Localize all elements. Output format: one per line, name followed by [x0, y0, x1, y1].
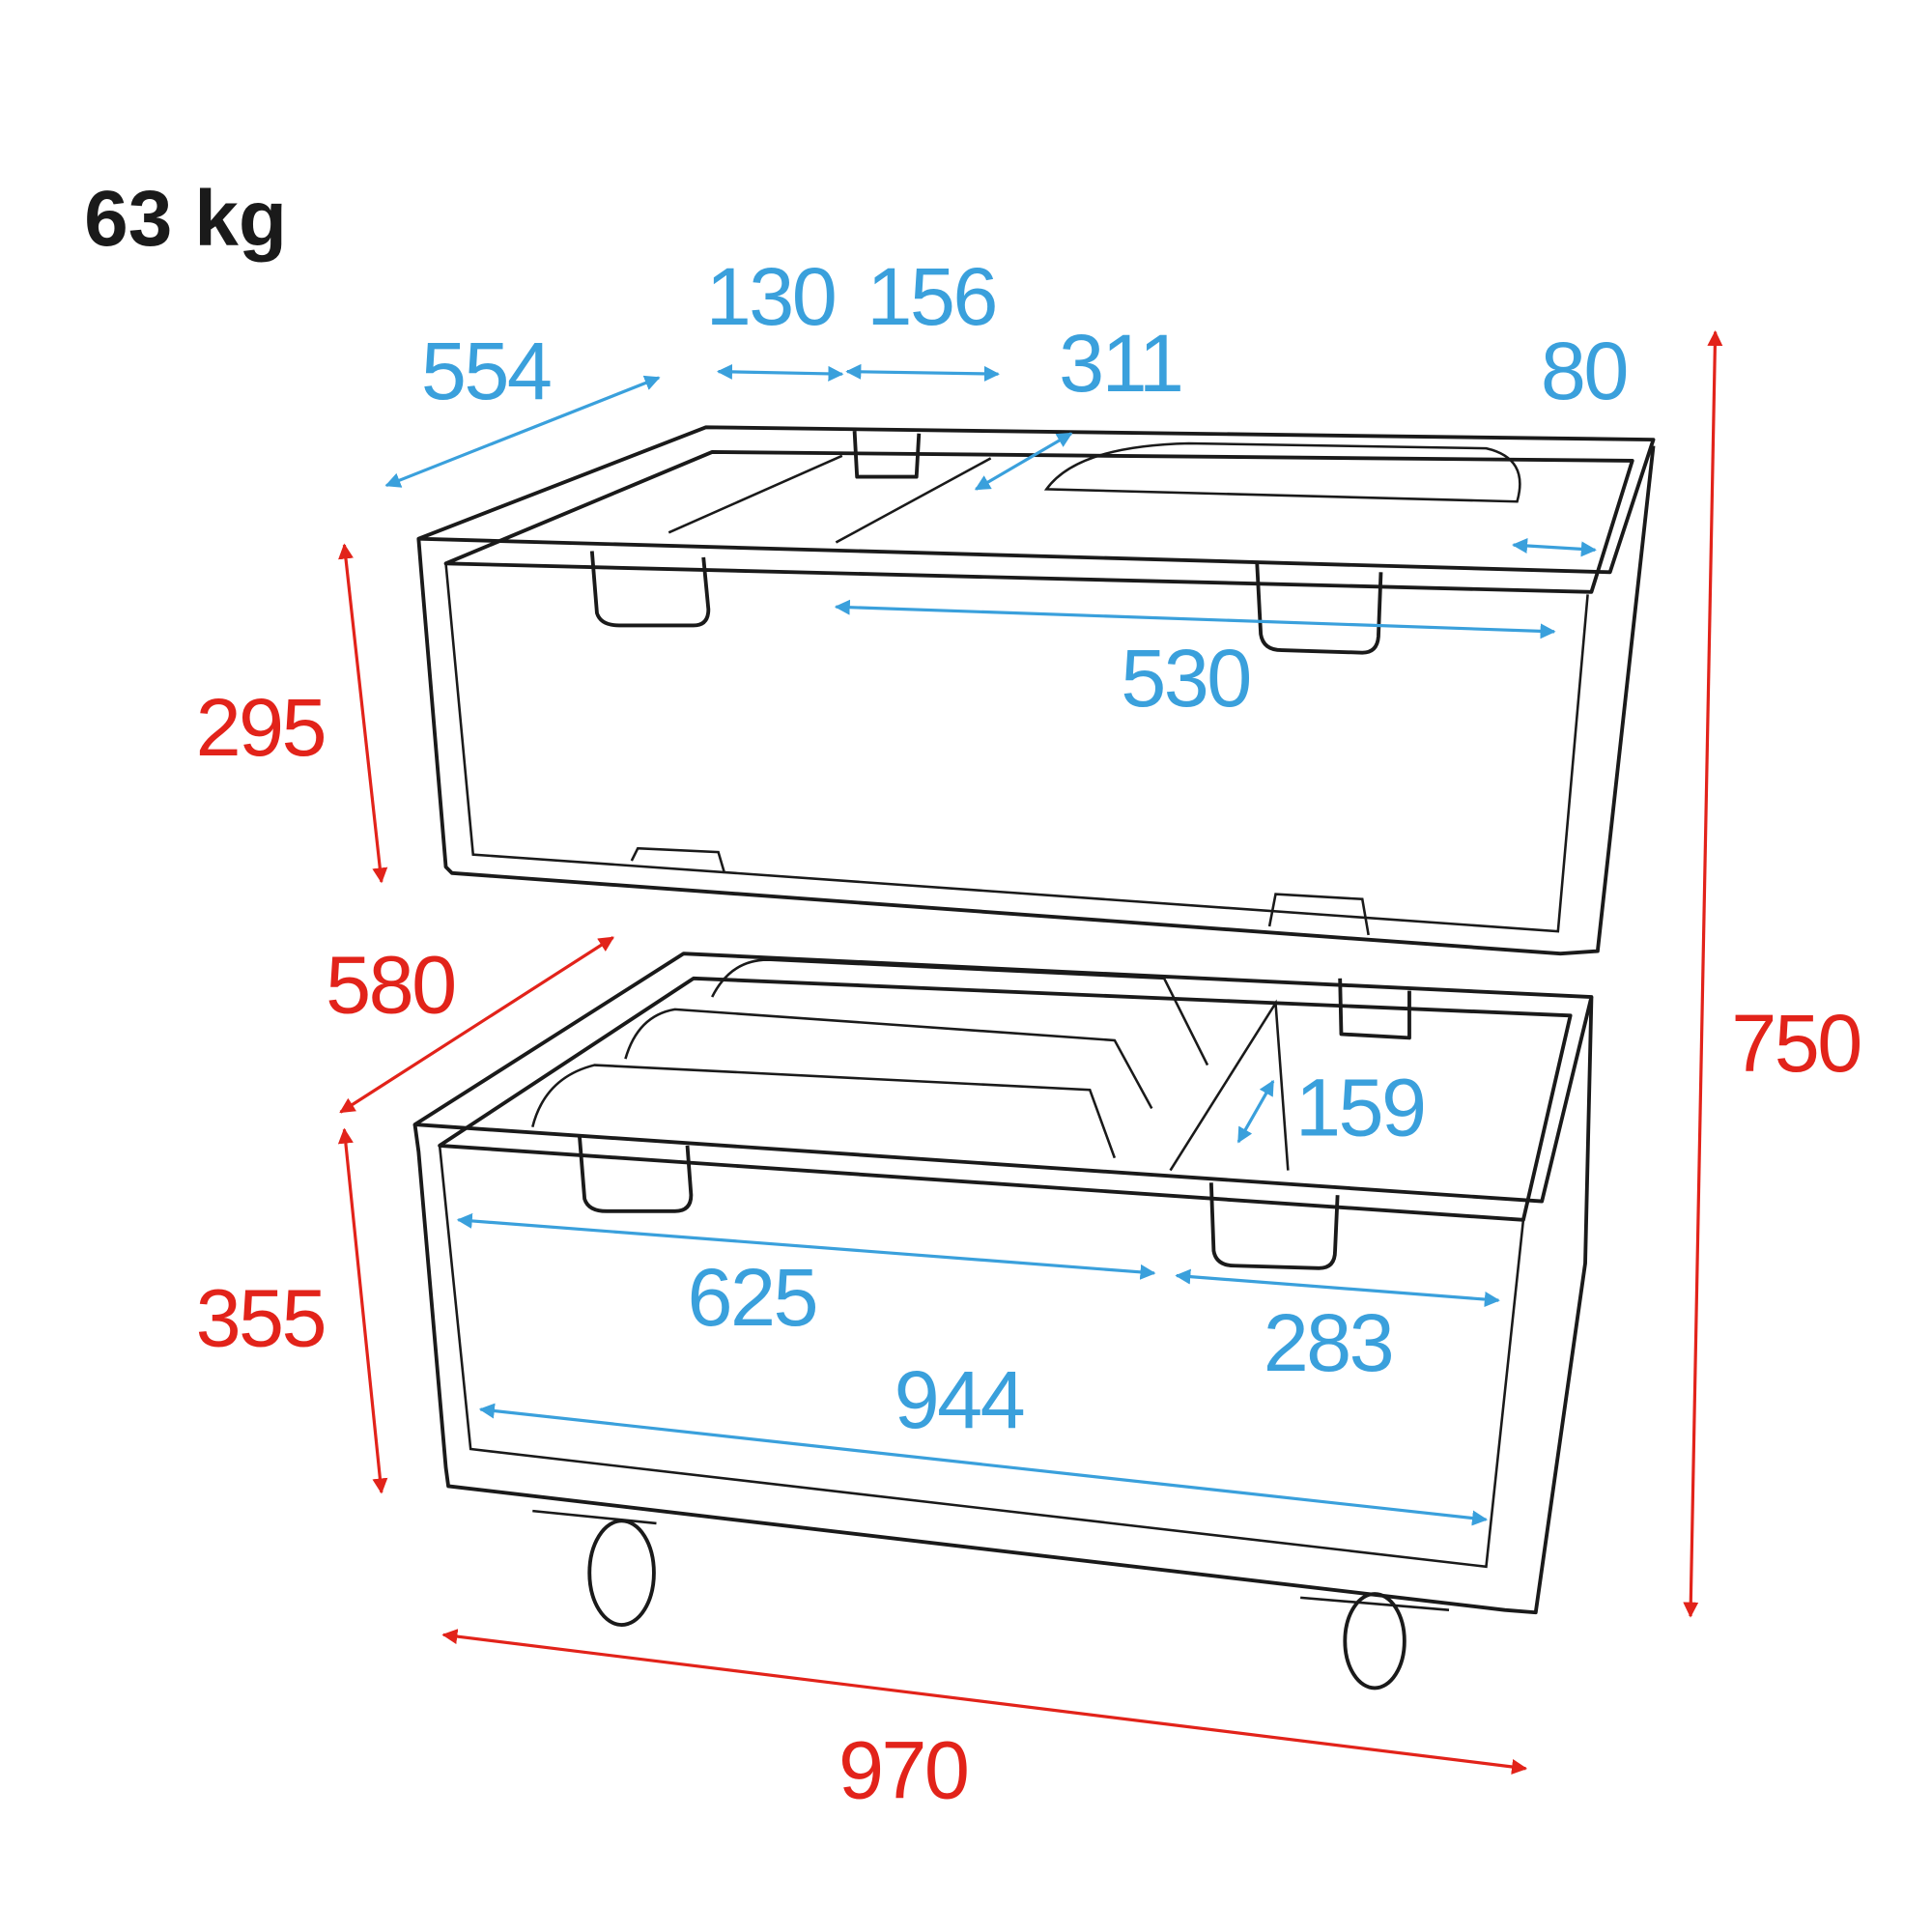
dim-arrow-530 [834, 599, 1556, 639]
caster-wheel-front [587, 1519, 656, 1627]
dim-label-total-height: 750 [1731, 997, 1860, 1089]
dim-arrow-944 [478, 1403, 1489, 1526]
dim-arrow-580 [339, 936, 614, 1114]
dim-arrow-130 [716, 363, 844, 382]
dim-label-lid-compartment-b: 156 [867, 250, 995, 342]
dim-label-total-length: 970 [838, 1724, 967, 1816]
dim-label-compartment-depth: 159 [1295, 1062, 1424, 1153]
dim-label-lid-depth: 554 [421, 325, 551, 416]
dim-arrow-554 [384, 375, 661, 488]
dim-label-lid-inner-length: 530 [1121, 632, 1249, 724]
case-lid [416, 425, 1656, 956]
dim-arrow-970 [441, 1629, 1528, 1775]
dim-arrow-80 [1512, 537, 1597, 557]
dim-label-base-inner-length: 944 [895, 1353, 1024, 1445]
dim-arrow-625 [456, 1212, 1156, 1280]
dim-label-base-compartment-a: 625 [688, 1251, 816, 1343]
dim-label-lid-compartment-depth: 311 [1059, 317, 1181, 409]
dim-label-lid-height: 295 [196, 681, 325, 773]
dim-label-lid-compartment-a: 130 [706, 250, 835, 342]
caster-wheel-rear [1343, 1592, 1406, 1690]
dim-arrow-750 [1683, 329, 1723, 1618]
dim-arrow-355 [337, 1127, 388, 1494]
dim-arrow-311 [974, 432, 1073, 491]
dim-arrow-295 [338, 543, 388, 884]
dim-label-base-compartment-b: 283 [1264, 1296, 1392, 1388]
dim-label-case-depth: 580 [326, 939, 454, 1031]
dim-arrow-159 [1236, 1079, 1275, 1144]
dim-label-base-height: 355 [196, 1272, 325, 1364]
dim-arrow-156 [845, 363, 1000, 382]
weight-label: 63 kg [84, 175, 287, 263]
dim-label-lid-side-gap: 80 [1541, 325, 1627, 416]
dim-arrow-283 [1175, 1268, 1500, 1308]
